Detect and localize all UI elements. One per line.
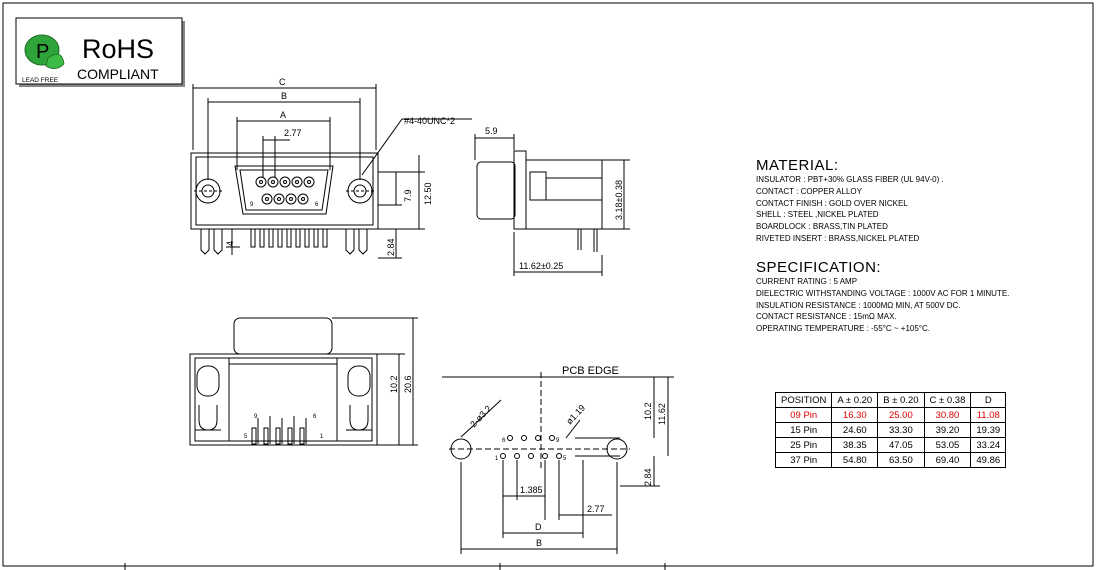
dim-7-9-label: 7.9 xyxy=(403,189,413,202)
specification-line: INSULATION RESISTANCE : 1000MΩ MIN, AT 5… xyxy=(756,300,961,310)
table-cell: 09 Pin xyxy=(774,407,833,423)
bottom-pin-1-label: 1 xyxy=(320,434,324,440)
table-cell: 33.30 xyxy=(877,422,925,438)
dim-11-62-label: 11.62±0.25 xyxy=(519,261,563,271)
specification-line: CURRENT RATING : 5 AMP xyxy=(756,277,858,286)
table-header: B ± 0.20 xyxy=(877,392,925,408)
dimension-table: POSITION A ± 0.20 B ± 0.20 C ± 0.38 D 09… xyxy=(774,392,1007,468)
pcb-dim-d-label: D xyxy=(535,522,542,532)
logo-title: RoHS xyxy=(82,34,154,64)
dim-a-label: A xyxy=(280,110,286,120)
pcb-pin-1-label: 1 xyxy=(495,456,499,462)
table-cell: 19.39 xyxy=(970,422,1007,438)
specification-line: OPERATING TEMPERATURE : -55°C ~ +105°C. xyxy=(756,324,930,334)
table-cell: 16.30 xyxy=(831,407,879,423)
table-cell: 53.05 xyxy=(923,437,972,453)
table-cell: 25 Pin xyxy=(774,437,833,453)
dim-10-2-label: 10.2 xyxy=(389,375,399,393)
table-row: 15 Pin 24.60 33.30 39.20 19.39 xyxy=(774,422,1007,438)
material-line: CONTACT : COPPER ALLOY xyxy=(756,186,862,196)
table-cell: 37 Pin xyxy=(774,452,833,468)
table-header: C ± 0.38 xyxy=(923,392,972,408)
pcb-pin-6-label: 6 xyxy=(502,438,506,444)
rohs-logo: P LEAD FREE RoHS COMPLIANT xyxy=(15,17,185,87)
bottom-pin-6-label: 6 xyxy=(313,414,317,420)
dim-b-label: B xyxy=(281,91,287,101)
table-cell: 47.05 xyxy=(877,437,925,453)
table-cell: 30.80 xyxy=(923,407,972,423)
pin-dia-label: ø1.19 xyxy=(564,403,587,427)
table-row: 25 Pin 38.35 47.05 53.05 33.24 xyxy=(774,437,1007,453)
table-header-row: POSITION A ± 0.20 B ± 0.20 C ± 0.38 D xyxy=(774,392,1007,408)
material-heading: MATERIAL: xyxy=(756,157,839,174)
specification-line: DIELECTRIC WITHSTANDING VOLTAGE : 1000V … xyxy=(756,288,1010,298)
material-line: CONTACT FINISH : GOLD OVER NICKEL xyxy=(756,198,908,208)
side-view-labels: 5.9 3.18±0.38 11.62±0.25 xyxy=(485,126,624,271)
table-cell: 69.40 xyxy=(923,452,972,468)
table-cell: 38.35 xyxy=(831,437,879,453)
dim-pitch-label: 2.77 xyxy=(284,128,302,138)
dim-12-50-label: 12.50 xyxy=(423,182,433,205)
table-cell: 49.86 xyxy=(970,452,1007,468)
thread-label: #4-40UNC*2 xyxy=(404,116,455,126)
specification-section: SPECIFICATION: CURRENT RATING : 5 AMP DI… xyxy=(756,259,1009,335)
table-cell: 63.50 xyxy=(877,452,925,468)
logo-subtitle: COMPLIANT xyxy=(77,66,159,82)
table-row: 37 Pin 54.80 63.50 69.40 49.86 xyxy=(774,452,1007,468)
specification-heading: SPECIFICATION: xyxy=(756,259,882,276)
pcb-dim-11-62-label: 11.62 xyxy=(657,403,667,425)
pin-9-label: 9 xyxy=(250,202,254,208)
material-line: RIVETED INSERT : BRASS,NICKEL PLATED xyxy=(756,233,920,243)
hole-dia-label: 2-ø3.2 xyxy=(468,404,493,430)
bottom-pin-5-label: 5 xyxy=(244,434,248,440)
table-cell: 25.00 xyxy=(877,407,925,423)
material-line: BOARDLOCK : BRASS,TIN PLATED xyxy=(756,222,888,232)
pcb-dim-2-77-label: 2.77 xyxy=(587,504,605,514)
pcb-dim-2-84-label: 2.84 xyxy=(643,468,653,486)
table-cell: 15 Pin xyxy=(774,422,833,438)
bottom-view-labels: 9 6 5 1 10.2 20.6 xyxy=(244,375,413,440)
table-cell: 54.80 xyxy=(831,452,879,468)
front-view-labels: C B A 2.77 #4-40UNC*2 9 6 7.9 12.50 4 2.… xyxy=(225,77,455,256)
table-cell: 33.24 xyxy=(970,437,1007,453)
bottom-pin-9-label: 9 xyxy=(254,414,258,420)
pcb-pin-9-label: 9 xyxy=(556,438,560,444)
logo-badge-letter: P xyxy=(36,41,49,63)
dim-4-label: 4 xyxy=(225,241,235,246)
table-header: D xyxy=(970,392,1007,408)
dim-3-18-label: 3.18±0.38 xyxy=(614,180,624,220)
material-line: INSULATOR : PBT+30% GLASS FIBER (UL 94V-… xyxy=(756,175,944,184)
table-cell: 39.20 xyxy=(923,422,972,438)
pcb-edge-label: PCB EDGE xyxy=(562,365,619,377)
side-view xyxy=(474,134,630,276)
table-row: 09 Pin 16.30 25.00 30.80 11.08 xyxy=(774,407,1007,423)
pcb-dim-b-label: B xyxy=(536,538,542,548)
table-header: POSITION xyxy=(774,392,833,408)
pcb-layout-labels: PCB EDGE 2-ø3.2 ø1.19 6 9 1 5 10.2 11.62… xyxy=(468,365,667,548)
table-cell: 11.08 xyxy=(970,407,1007,423)
pcb-dim-1-385-label: 1.385 xyxy=(520,485,543,495)
table-header: A ± 0.20 xyxy=(831,392,879,408)
specification-line: CONTACT RESISTANCE : 15mΩ MAX. xyxy=(756,312,897,322)
table-cell: 24.60 xyxy=(831,422,879,438)
pcb-pin-5-label: 5 xyxy=(563,456,567,462)
material-line: SHELL : STEEL ,NICKEL PLATED xyxy=(756,210,879,220)
pcb-dim-10-2-label: 10.2 xyxy=(643,402,653,420)
pcb-layout xyxy=(442,372,674,554)
pin-6-label: 6 xyxy=(315,202,319,208)
material-section: MATERIAL: INSULATOR : PBT+30% GLASS FIBE… xyxy=(756,157,944,245)
dim-c-label: C xyxy=(279,77,286,87)
front-view xyxy=(190,84,472,259)
dim-5-9-label: 5.9 xyxy=(485,126,498,136)
dim-20-6-label: 20.6 xyxy=(403,375,413,393)
dim-2-84-label: 2.84 xyxy=(386,238,396,256)
logo-badge-text: LEAD FREE xyxy=(22,77,59,84)
bottom-view xyxy=(189,317,418,446)
